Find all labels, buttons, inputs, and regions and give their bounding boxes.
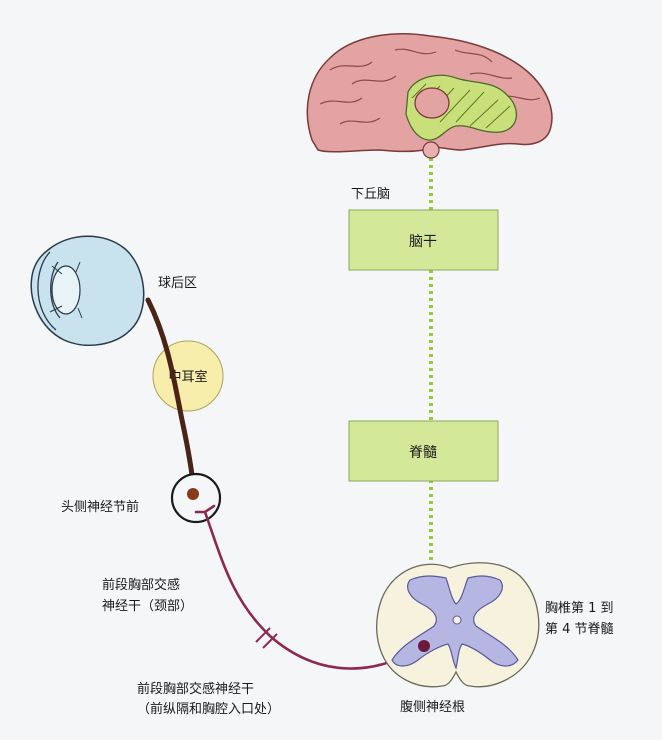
label-hypothalamus: 下丘脑 [351,187,390,202]
label-spinal-cord: 脊髓 [409,445,437,461]
retrobulbar-nerve-brown [145,297,197,495]
label-thoracic-segments-1: 胸椎第 1 到 [545,601,614,616]
brain-illustration [306,33,553,159]
ventral-horn-dot [418,640,430,652]
eye-illustration [30,235,145,346]
trunk-break-marks [255,627,278,649]
sympathetic-trunk-purple [203,510,426,670]
label-retrobulbar: 球后区 [158,276,197,291]
label-brainstem: 脑干 [409,234,437,250]
eye-lens [51,265,81,315]
ganglion-fork [194,504,216,514]
label-thoracic-trunk-2: （前纵隔和胸腔入口处） [137,701,280,717]
brainstem-box [348,209,499,271]
central-canal [452,615,462,625]
label-ventral-root: 腹侧神经根 [400,699,465,715]
label-middle-ear: 中耳室 [168,369,207,385]
brain-gyri-lines [319,48,541,125]
label-cervical-trunk-2: 神经干（颈部） [102,599,193,614]
eye-cornea [37,251,61,331]
pituitary [422,141,440,159]
label-thoracic-trunk-1: 前段胸部交感神经干 [137,681,254,697]
eye-globe [30,235,145,346]
label-thoracic-segments-2: 第 4 节脊髓 [545,622,614,637]
thalamus-ellipse [414,87,450,119]
cranial-ganglion-dot [187,488,199,500]
eye-iris-lines [49,261,83,319]
label-cranial-ganglion: 头侧神经节前 [61,499,139,515]
spinal-cord-box [348,420,499,482]
label-cervical-trunk-1: 前段胸部交感 [102,577,180,593]
spinal-cord-cross-section [376,562,540,688]
